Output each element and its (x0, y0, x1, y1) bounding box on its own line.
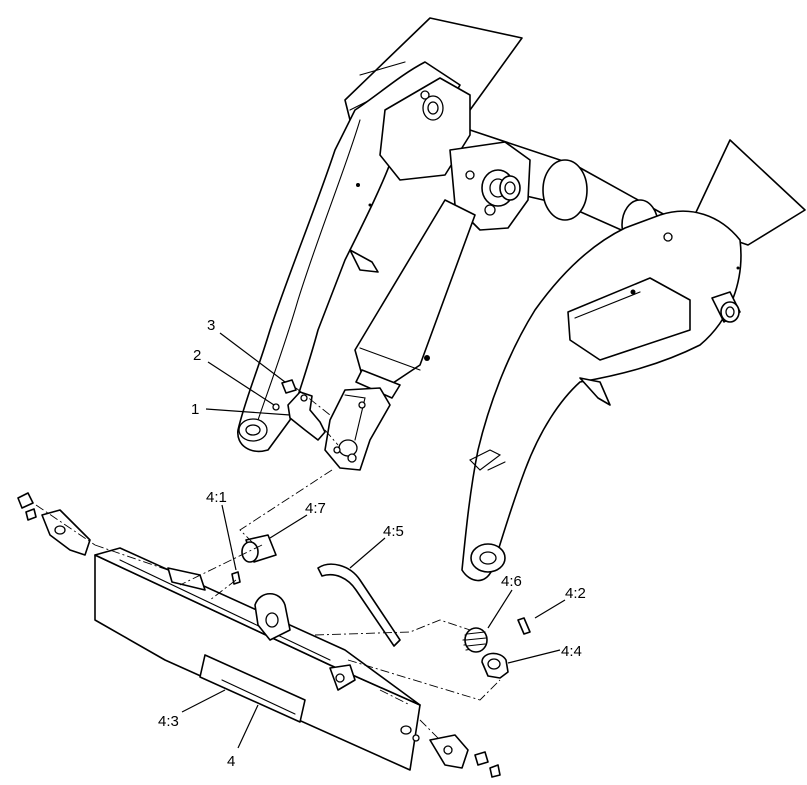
right-arm-back-plate (689, 139, 806, 246)
quick-attach-plate (94, 547, 421, 771)
leader-4 (237, 704, 259, 749)
left-latch-assembly (17, 492, 91, 556)
hydraulic-cylinder (354, 199, 476, 386)
part-4-4-cam (481, 652, 509, 679)
callout-4-7: 4:7 (305, 500, 326, 517)
callout-4-2: 4:2 (565, 585, 586, 602)
left-latch-handle (41, 509, 91, 556)
leader-3 (219, 332, 286, 383)
callout-4-1: 4:1 (206, 489, 227, 506)
right-side-plate (567, 277, 691, 361)
leader-1 (205, 408, 291, 416)
leader-4-7 (269, 514, 308, 539)
leader-4-6 (487, 589, 513, 629)
pivot-pin-parts (272, 379, 326, 441)
callout-3: 3 (207, 317, 215, 334)
leader-lines (181, 332, 566, 749)
leader-2 (207, 361, 275, 406)
callout-4-4: 4:4 (561, 643, 582, 660)
part-1-pivot-pin (287, 391, 326, 441)
callout-2: 2 (193, 347, 201, 364)
callout-4: 4 (227, 753, 235, 770)
part-3-bolt (281, 379, 297, 394)
callout-1: 1 (191, 401, 199, 418)
leader-4-4 (507, 649, 561, 664)
callout-4-5: 4:5 (383, 523, 404, 540)
callout-labels: 3 2 1 4:1 4:7 4:5 4:6 4:2 4:4 4:3 4 (158, 317, 586, 770)
leader-4-3 (181, 689, 226, 713)
left-arm (237, 61, 461, 452)
right-latch-assembly (429, 734, 501, 778)
callout-4-6: 4:6 (501, 573, 522, 590)
leader-4-1 (221, 504, 237, 571)
part-2-grease-fitting (272, 403, 280, 411)
leader-4-5 (349, 537, 386, 569)
part-4-6-spring (462, 627, 488, 653)
part-4-7-bushing (241, 534, 277, 563)
assembly-lines (35, 387, 501, 741)
plate-window (199, 654, 306, 723)
part-4-2-roll-pin (517, 617, 531, 635)
plate-body (94, 554, 421, 771)
part-4-5-latch-rod (317, 563, 401, 647)
callout-4-3: 4:3 (158, 713, 179, 730)
leader-4-2 (534, 599, 566, 619)
loader-arm-assembly (237, 17, 806, 582)
